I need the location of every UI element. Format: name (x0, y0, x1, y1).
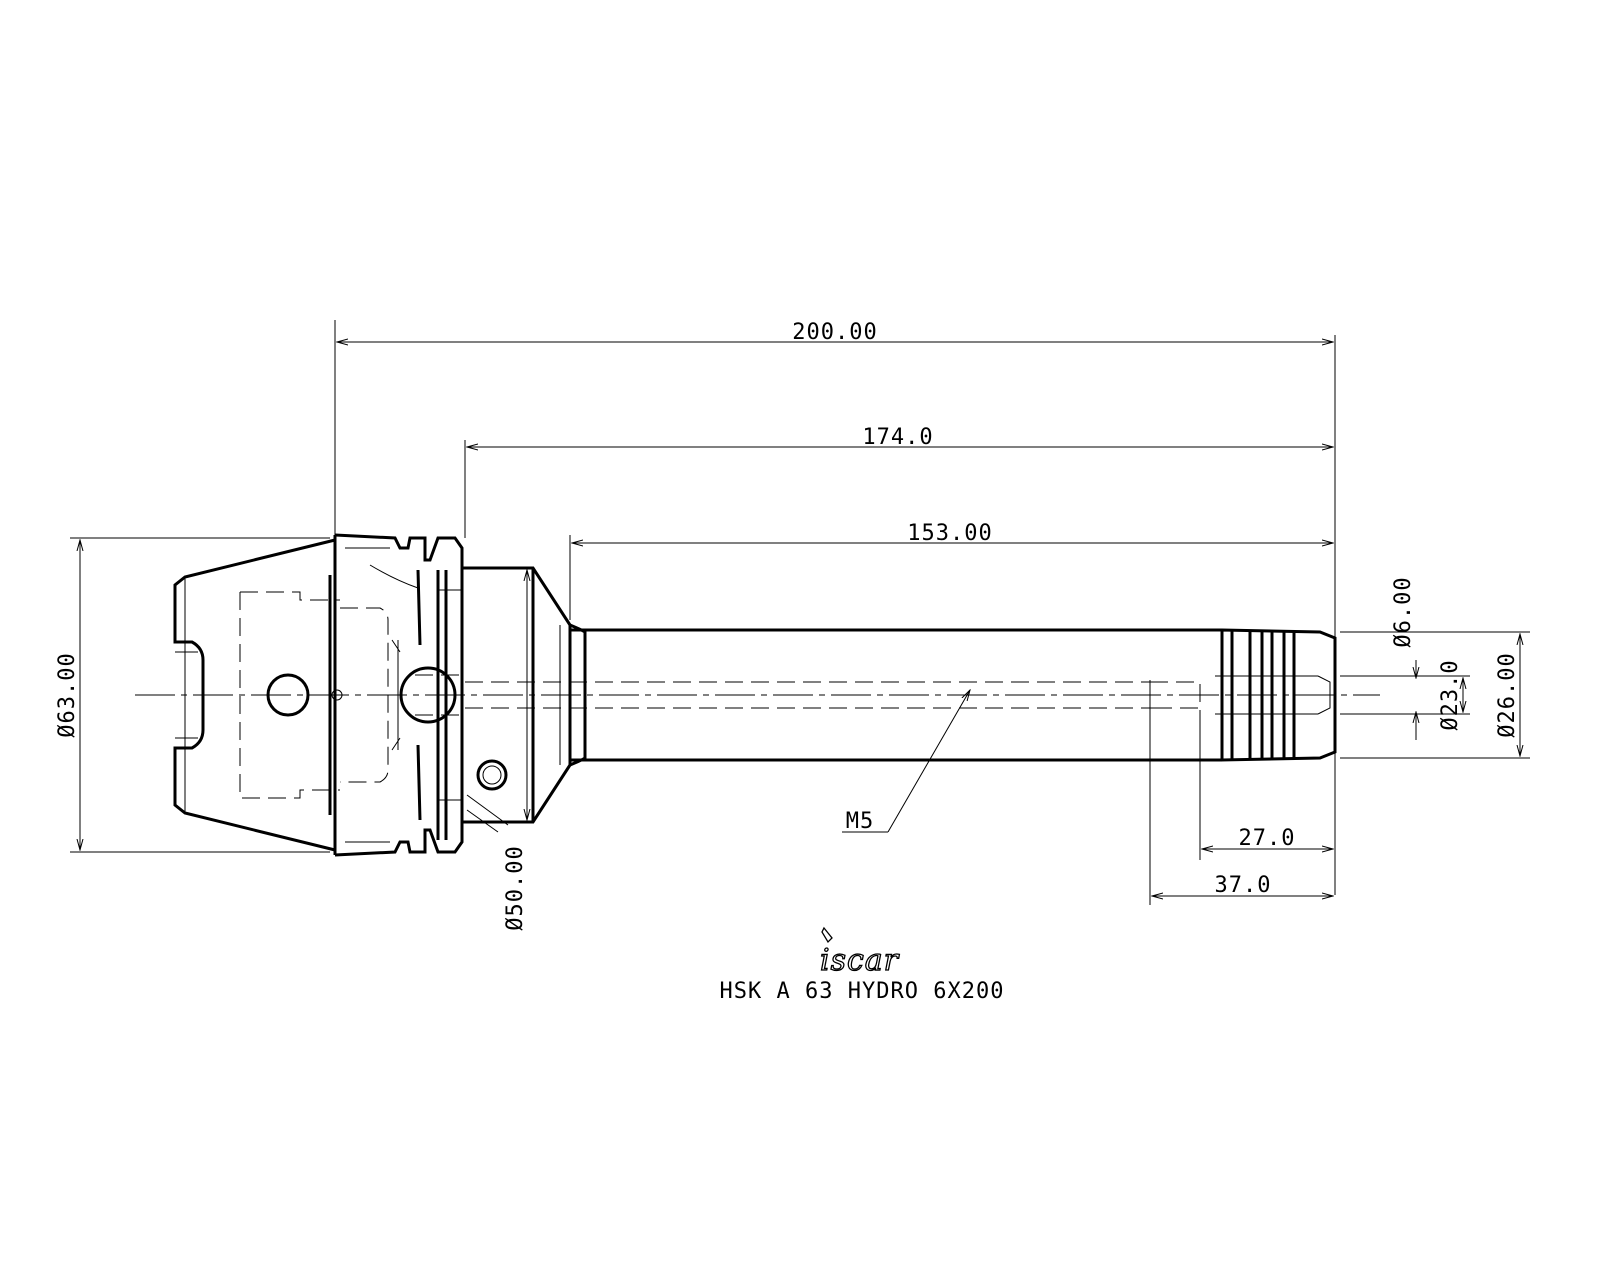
dim-nose-diameter: Ø23.0 (1438, 659, 1463, 730)
thread-leader (842, 690, 970, 833)
extension-lines (70, 320, 1530, 905)
product-caption: HSK A 63 HYDRO 6X200 (720, 979, 1005, 1004)
svg-text:iscar: iscar (820, 943, 900, 978)
dim-bore-diameter: Ø6.00 (1391, 576, 1416, 647)
body (462, 566, 572, 833)
extension-shank (465, 623, 1222, 767)
dim-thread-callout: M5 (846, 809, 875, 834)
dim-body-diameter: Ø50.00 (503, 845, 528, 930)
flange (328, 533, 465, 857)
dim-clamp-length: 27.0 (1239, 826, 1296, 851)
dim-shank-length: 153.00 (907, 521, 992, 546)
dim-min-clamp-length: 37.0 (1215, 873, 1272, 898)
hsk-taper (173, 538, 389, 852)
dim-flange-diameter: Ø63.00 (55, 652, 80, 737)
dim-overall-length: 200.00 (792, 320, 877, 345)
dim-shank-diameter: Ø26.00 (1495, 652, 1520, 737)
dim-gauge-length: 174.0 (862, 425, 933, 450)
iscar-logo-icon: iscar (819, 926, 900, 979)
